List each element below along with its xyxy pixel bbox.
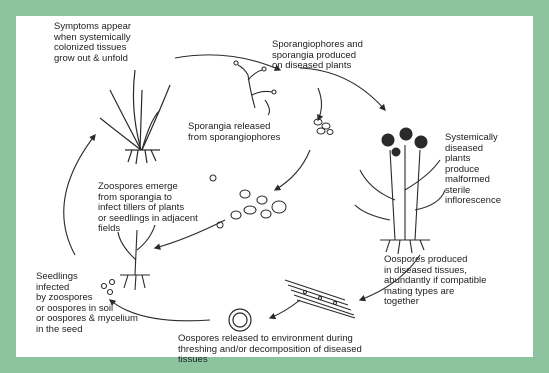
label-systemically-diseased: Systemically diseased plants produce mal… [445,133,501,207]
diseased-plants-icon [355,145,445,254]
oospore-icon [229,309,251,331]
zoospores-icon [210,175,286,228]
arrow-sporangiophores-to-diseased-plant [300,68,385,110]
diseased-tissue-icon [285,280,355,318]
label-zoospores: Zoospores emerge from sporangia to infec… [98,182,198,235]
label-oospores-released: Oospores released to environment during … [178,334,362,366]
symptomatic-plant-icon [100,70,170,164]
sporangia-cluster-icon [314,119,333,135]
label-sporangiophores: Sporangiophores and sporangia produced o… [272,40,363,72]
sporangiophore-icon [234,61,276,115]
arrow-sporangiophore-to-sporangia [318,88,322,120]
arrow-seedlings-to-symptoms [64,135,95,255]
arrow-symptoms-to-sporangiophores [175,55,280,70]
label-sporangia-released: Sporangia released from sporangiophores [188,122,280,143]
label-seedlings: Seedlings infected by zoospores or oospo… [36,272,138,335]
arrow-oospores-to-released [270,300,300,318]
label-oospores-produced: Oospores produced in diseased tissues, a… [384,255,486,308]
arrow-sporangia-to-zoospores [275,150,310,190]
label-symptoms: Symptoms appear when systemically coloni… [54,22,131,64]
